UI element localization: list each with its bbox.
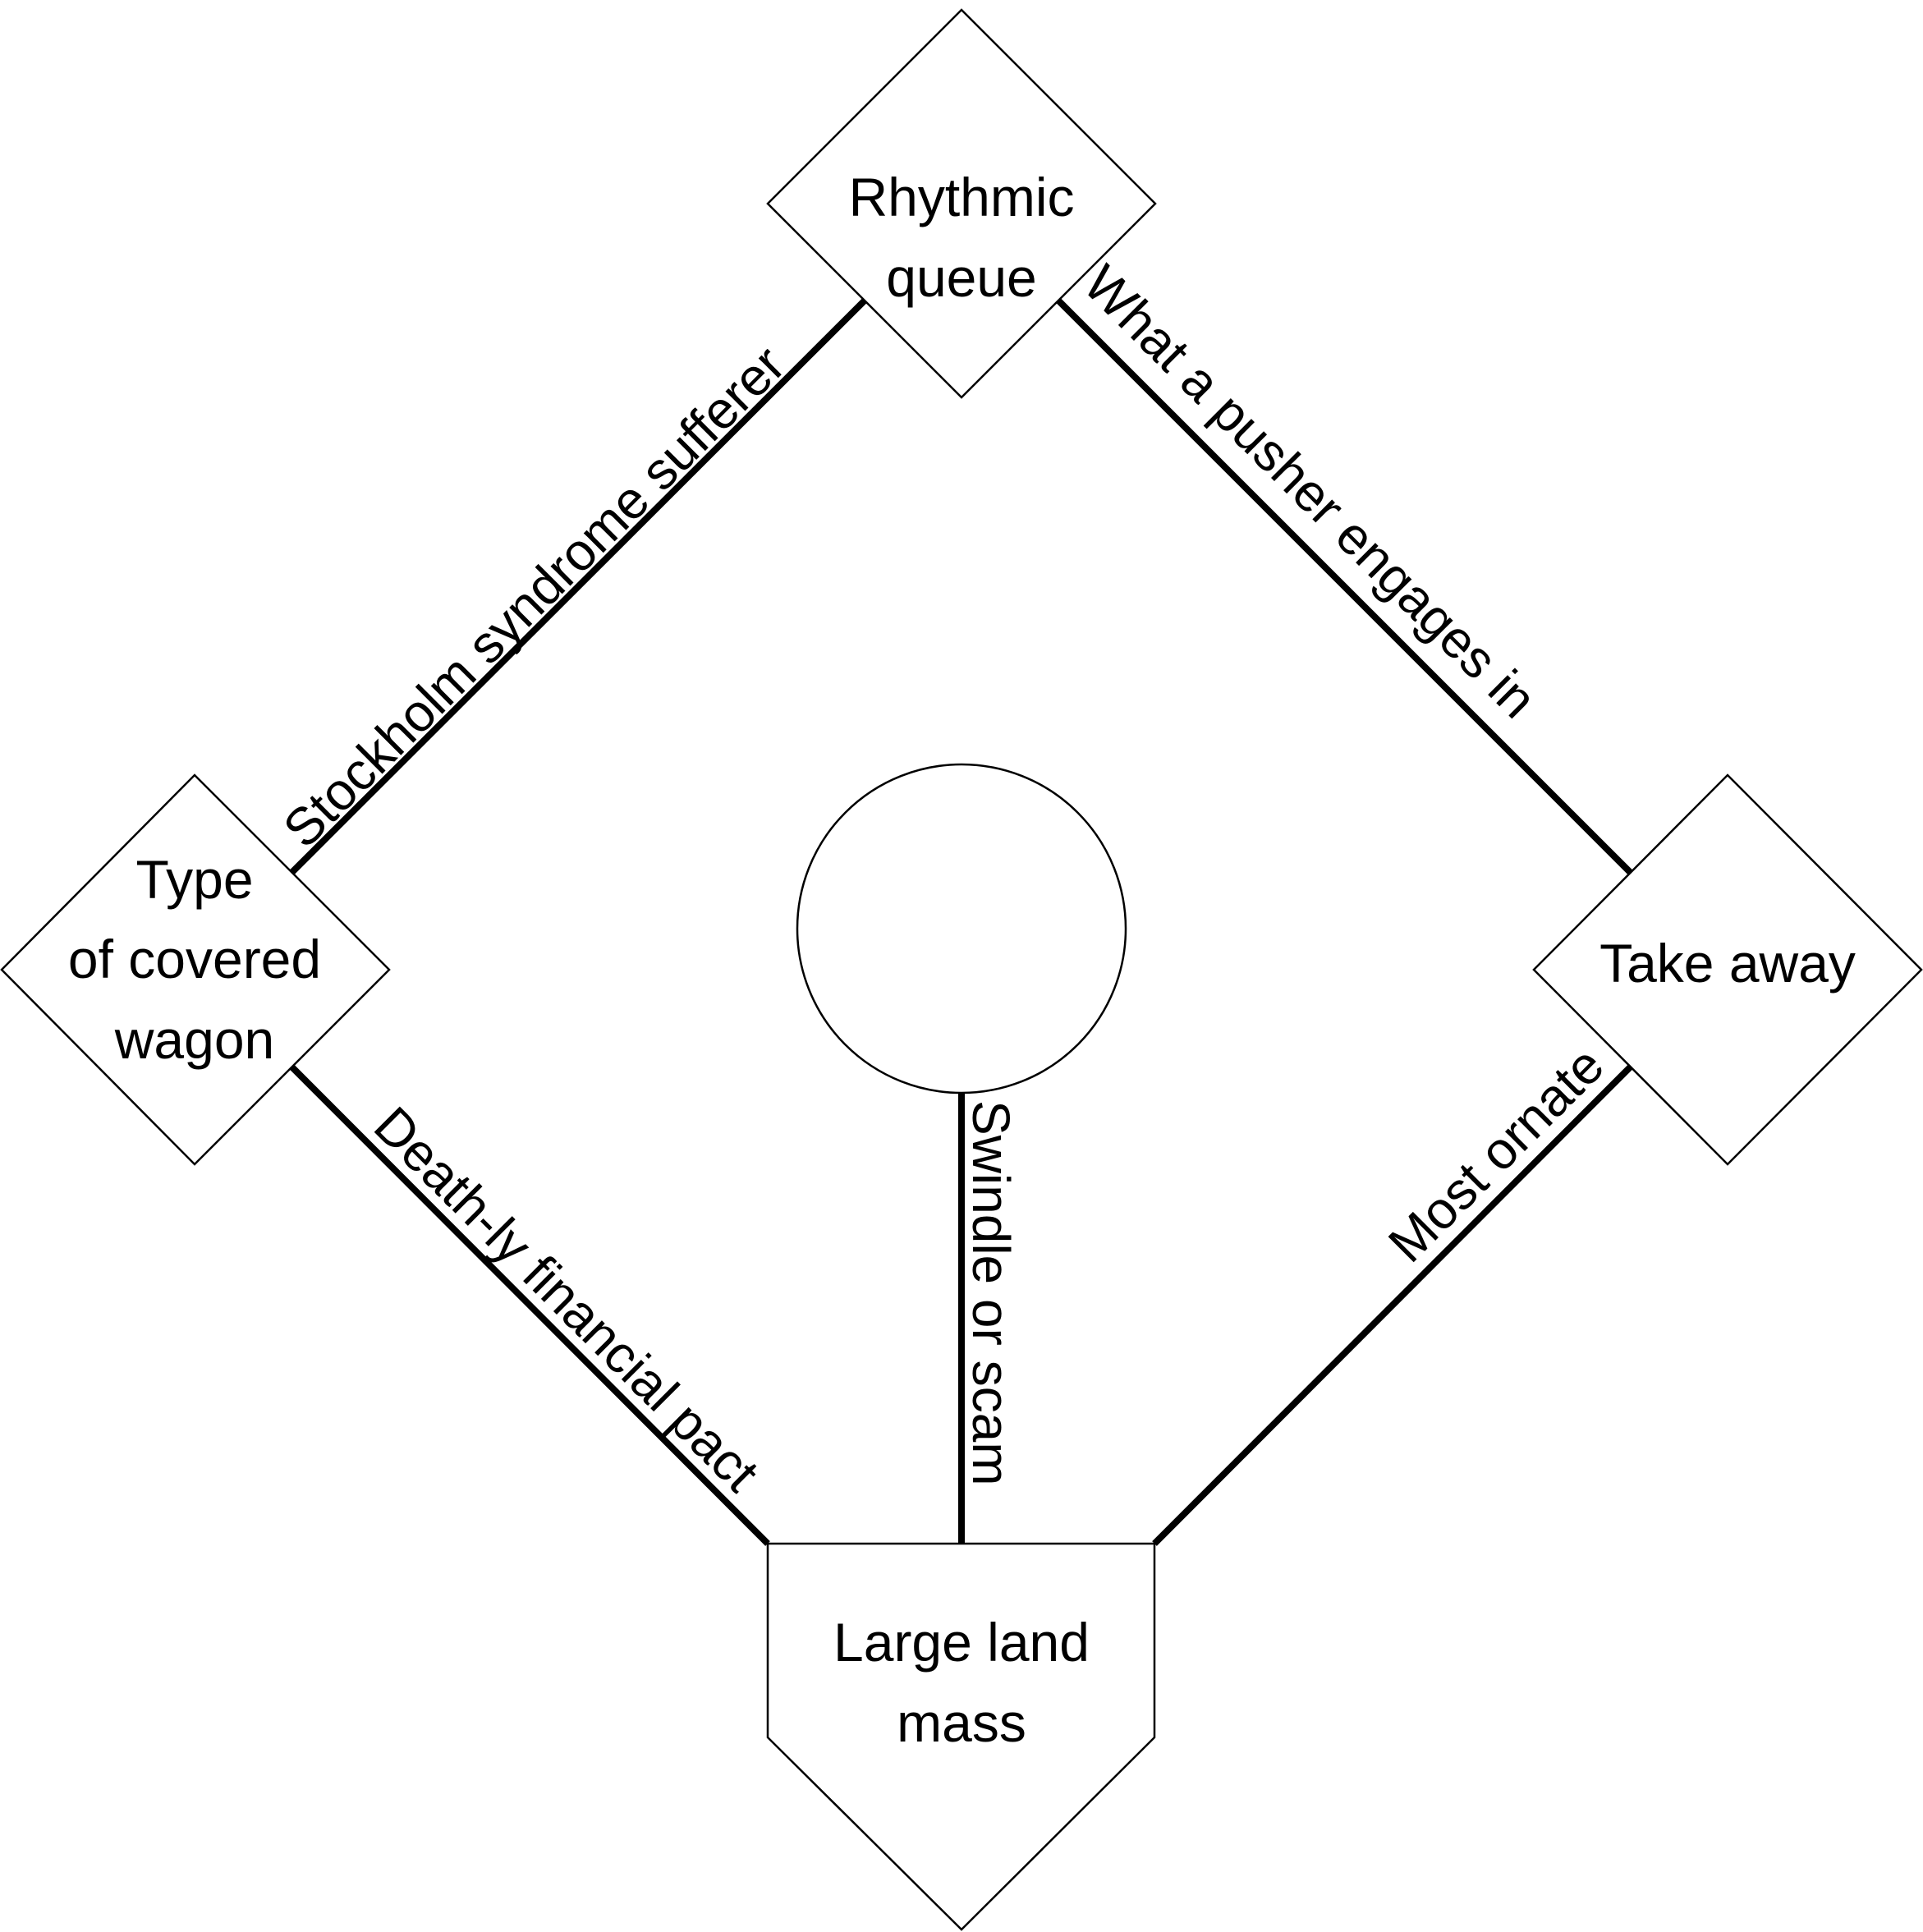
third-base-label-line-1: Type bbox=[135, 849, 253, 910]
third-base-label-line-3: wagon bbox=[114, 1009, 275, 1070]
home-plate-label-line-2: mass bbox=[897, 1692, 1026, 1753]
path-label-third-to-second: Stockholm syndrome sufferer bbox=[272, 334, 796, 859]
path-label-second-to-first: What a pusher engages in bbox=[1072, 254, 1548, 729]
second-base-label-line-1: Rhythmic bbox=[848, 167, 1074, 227]
base-first: Take away bbox=[1532, 773, 1923, 1166]
second-base-label-line-2: queue bbox=[886, 247, 1037, 308]
first-base-diamond bbox=[1532, 773, 1923, 1166]
second-base-diamond bbox=[766, 8, 1157, 399]
base-second: Rhythmic queue bbox=[766, 8, 1157, 399]
third-base-diamond bbox=[0, 773, 391, 1166]
home-plate bbox=[766, 1542, 1156, 1931]
home-plate-label-line-1: Large land bbox=[833, 1612, 1090, 1673]
pitcher-mound-circle bbox=[796, 763, 1127, 1094]
path-label-first-to-home: Most ornate bbox=[1377, 1035, 1615, 1273]
path-label-third-to-home: Death-ly financial pact bbox=[363, 1095, 770, 1503]
first-base-label: Take away bbox=[1599, 933, 1856, 994]
path-label-mound-to-home: Swindle or scam bbox=[962, 1100, 1021, 1486]
path-third-to-home bbox=[289, 1064, 770, 1546]
path-third-to-second bbox=[289, 298, 867, 875]
base-third: Type of covered wagon bbox=[0, 773, 391, 1166]
path-first-to-home bbox=[1152, 1064, 1633, 1546]
path-second-to-first bbox=[1056, 298, 1633, 875]
base-home: Large land mass bbox=[766, 1542, 1156, 1931]
third-base-label-line-2: of covered bbox=[68, 929, 321, 989]
